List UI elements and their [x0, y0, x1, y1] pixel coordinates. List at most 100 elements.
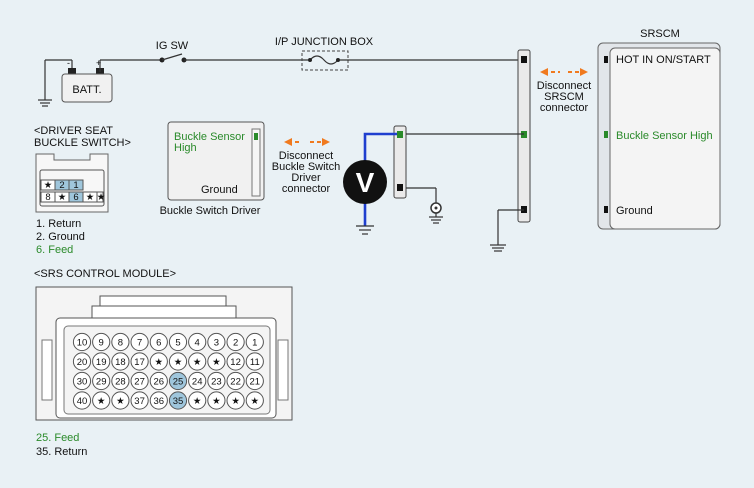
srs-pin — [130, 352, 149, 371]
srscm-harness-connector — [517, 49, 531, 223]
srs-pin-label: 11 — [250, 357, 260, 368]
srs-pin-label: 17 — [134, 357, 145, 368]
srs-pin — [72, 371, 92, 391]
srs-pin-label: 3 — [214, 338, 219, 349]
srs-pin-label: 1 — [252, 338, 257, 349]
srs-pin-label: ★ — [212, 396, 221, 407]
disconnect-driver-line2: Buckle Switch — [272, 161, 340, 173]
srs-pin — [188, 352, 207, 371]
driver-seat-title-line2: BUCKLE SWITCH> — [34, 137, 131, 149]
srscm-ground: Ground — [616, 205, 653, 217]
srs-pin-label: 36 — [154, 396, 165, 407]
srs-pin — [245, 352, 264, 371]
srs-pin-label: 40 — [77, 396, 88, 407]
srs-pin-label: 37 — [134, 396, 145, 407]
srs-pin-label: 28 — [115, 377, 126, 388]
disconnect-driver-line3: Driver — [291, 172, 321, 184]
srs-pin-label: ★ — [116, 396, 125, 407]
srs-pin — [168, 352, 188, 371]
srs-module-title: <SRS CONTROL MODULE> — [34, 268, 176, 280]
srs-pin — [130, 391, 149, 410]
srs-pin-label: 10 — [77, 338, 88, 349]
srs-pin — [130, 332, 149, 352]
svg-text:+: + — [96, 58, 101, 68]
srs-pin — [207, 391, 226, 410]
srs-pin-label: 5 — [175, 338, 180, 349]
srs-pin-label: ★ — [212, 357, 221, 368]
srs-pin — [92, 332, 111, 352]
srs-pin — [168, 391, 188, 410]
srs-pin-label: 22 — [230, 377, 241, 388]
srscm-box: HOT IN ON/START Buckle Sensor High Groun… — [597, 42, 721, 230]
svg-text:-: - — [67, 58, 70, 68]
srs-pin — [226, 371, 245, 391]
srs-pin-label: 29 — [96, 377, 107, 388]
ds-pin: ★ — [97, 192, 106, 203]
srs-pin — [245, 332, 264, 352]
srs-pin-label: ★ — [193, 396, 202, 407]
ip-junction-label: I/P JUNCTION BOX — [275, 36, 374, 48]
ds-pin: 1 — [73, 180, 78, 191]
srs-pin-label: 12 — [230, 357, 241, 368]
driver-seat-connector: ★ 2 1 8 ★ 6 ★ ★ — [35, 153, 109, 213]
driver-buckle-sensor-high-line1: Buckle Sensor — [174, 131, 245, 143]
disconnect-driver-line1: Disconnect — [279, 150, 333, 162]
buckle-switch-driver-box: Buckle Sensor High Ground — [167, 121, 265, 201]
ds-pin: ★ — [86, 192, 95, 203]
srs-pin — [92, 391, 111, 410]
srs-pin-label: 6 — [156, 338, 161, 349]
srs-pin-label: ★ — [97, 396, 106, 407]
voltmeter: V — [343, 160, 387, 204]
srs-legend-2: 35. Return — [36, 446, 87, 458]
ds-pin: 6 — [73, 192, 78, 203]
srs-pin — [226, 352, 245, 371]
srscm-hot-in: HOT IN ON/START — [616, 54, 711, 66]
srs-pin-label: 9 — [99, 338, 104, 349]
srs-pin-label: 21 — [250, 377, 261, 388]
ig-sw-label: IG SW — [156, 40, 189, 52]
srs-pin — [111, 352, 130, 371]
srscm-title: SRSCM — [640, 28, 680, 40]
srs-pin — [168, 371, 188, 391]
driver-harness-connector — [393, 125, 407, 199]
srs-pin — [207, 371, 226, 391]
srs-pin — [226, 332, 245, 352]
srs-pin-label: 4 — [195, 338, 200, 349]
disconnect-driver-arrow — [284, 138, 330, 146]
driver-buckle-sensor-high-line2: High — [174, 142, 197, 154]
battery-label: BATT. — [72, 84, 101, 96]
ip-junction-box: I/P JUNCTION BOX — [275, 36, 374, 71]
driver-ground-label: Ground — [201, 184, 238, 196]
srs-pin — [72, 391, 92, 410]
srs-pin — [207, 332, 226, 352]
srs-pin — [149, 332, 168, 352]
srs-pin — [188, 371, 207, 391]
ds-pin: ★ — [44, 180, 53, 191]
srscm-buckle-sensor-high: Buckle Sensor High — [616, 130, 713, 142]
ignition-switch: IG SW — [156, 40, 189, 63]
srs-pin-label: 18 — [115, 357, 126, 368]
srs-pin-label: 25 — [173, 377, 184, 388]
srs-pin-label: 2 — [233, 338, 238, 349]
srs-pin — [72, 332, 92, 352]
disconnect-srscm-arrow — [540, 68, 588, 76]
srs-pin — [111, 391, 130, 410]
disconnect-srscm-line3: connector — [540, 102, 589, 114]
srs-pin-label: ★ — [251, 396, 260, 407]
srs-pin — [207, 352, 226, 371]
srs-pin — [111, 371, 130, 391]
disconnect-driver-line4: connector — [282, 183, 331, 195]
srs-pin — [72, 352, 92, 371]
srs-pin-label: 19 — [96, 357, 107, 368]
ds-legend-2: 2. Ground — [36, 231, 85, 243]
srs-pin-label: 23 — [211, 377, 222, 388]
srs-pin-label: ★ — [174, 357, 183, 368]
srs-pin-label: 20 — [77, 357, 88, 368]
voltmeter-label: V — [356, 167, 375, 198]
srs-pin — [149, 352, 168, 371]
srs-pin — [111, 332, 130, 352]
srs-pin — [168, 332, 188, 352]
